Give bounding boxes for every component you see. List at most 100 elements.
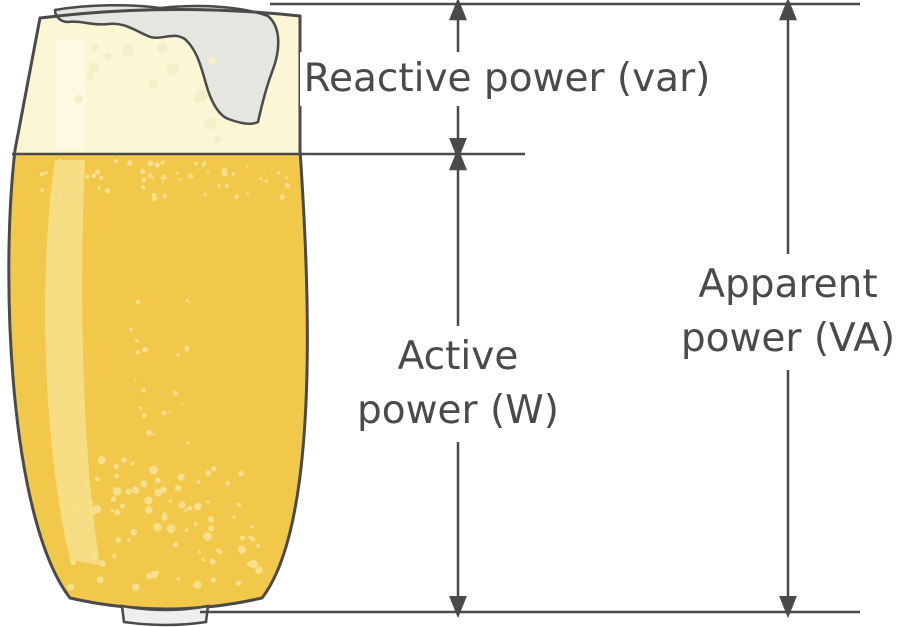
bubble [74,94,84,104]
apparent-power-label: Apparent power (VA) [672,254,900,370]
bubble [174,484,182,492]
bubble [145,429,152,436]
bubble [238,470,244,477]
bubble [210,577,216,583]
bubble [73,165,76,168]
active-power-line2: power (W) [357,388,559,433]
bubble [140,480,148,488]
bubble [142,413,147,418]
bubble [194,161,198,166]
bubble [67,520,73,527]
bubble [131,461,135,466]
bubble [96,576,104,583]
bubble [76,505,83,511]
bubble [168,411,171,414]
bubble [58,195,62,199]
bubble [85,504,89,508]
bubble [184,508,188,512]
bubble [144,496,153,505]
bubble [120,503,125,509]
bubble [104,188,111,194]
bubble [39,172,44,177]
bubble [209,558,216,565]
bubble [175,171,179,175]
bubble [178,501,186,509]
bubble [146,573,153,580]
bubble [135,338,140,343]
bubble [97,188,101,191]
bubble [154,162,160,168]
bubble [205,470,212,477]
bubble [135,299,141,305]
bubble [88,62,99,73]
bubble [204,117,216,130]
bubble [129,327,133,331]
bubble [161,514,168,521]
bubble [140,168,146,174]
bubble [211,466,217,472]
bubble [232,515,236,520]
bubble [68,538,73,543]
bubble [85,525,90,530]
bubble [90,550,99,559]
bubble [73,527,78,533]
bubble [154,488,163,497]
bubble [184,345,190,352]
bubble [142,347,148,353]
active-power-line1: Active [397,334,519,379]
bubble [234,194,239,199]
bubble [95,169,101,175]
bubble [178,178,182,181]
bubble [104,53,113,61]
bubble [196,479,201,484]
bubble [193,580,202,590]
bubble [246,192,249,195]
bubble [176,352,180,357]
bubble [84,496,90,503]
bubble [149,79,159,89]
reactive-power-label: Reactive power (var) [300,52,714,106]
bubble [149,465,159,475]
bubble [97,456,106,465]
bubble [70,559,76,565]
bubble [151,176,155,180]
bubble [166,524,176,533]
bubble [249,559,258,569]
bubble [44,171,48,175]
bubble [147,173,152,178]
bubble [127,538,131,542]
bubble [181,403,184,406]
beer-glass [7,3,525,627]
bubble [255,566,263,575]
bubbles [39,42,291,591]
bubble [77,490,84,497]
bubble [113,464,119,470]
bubble [206,169,210,173]
bubble [112,487,122,496]
bubble [152,433,155,436]
bubble [284,176,288,180]
bubble [207,516,215,523]
bubble [76,185,81,191]
bubble [203,532,212,541]
bubble [161,174,167,181]
glass-outline [7,7,309,611]
bubble [114,473,120,479]
foam-cap [53,3,280,125]
bubble [141,177,147,183]
bubble [259,177,263,181]
bubble [113,159,119,164]
bubble [155,477,161,484]
bubble [206,500,210,504]
bubble [130,529,137,536]
bubble [122,44,134,57]
bubble [97,185,101,189]
bubble [216,548,221,553]
bubble [198,550,201,554]
bubble [111,553,117,559]
bubble [214,135,221,143]
bubble [138,406,143,410]
active-power-label: Active power (W) [340,326,576,442]
bubble [49,194,56,201]
